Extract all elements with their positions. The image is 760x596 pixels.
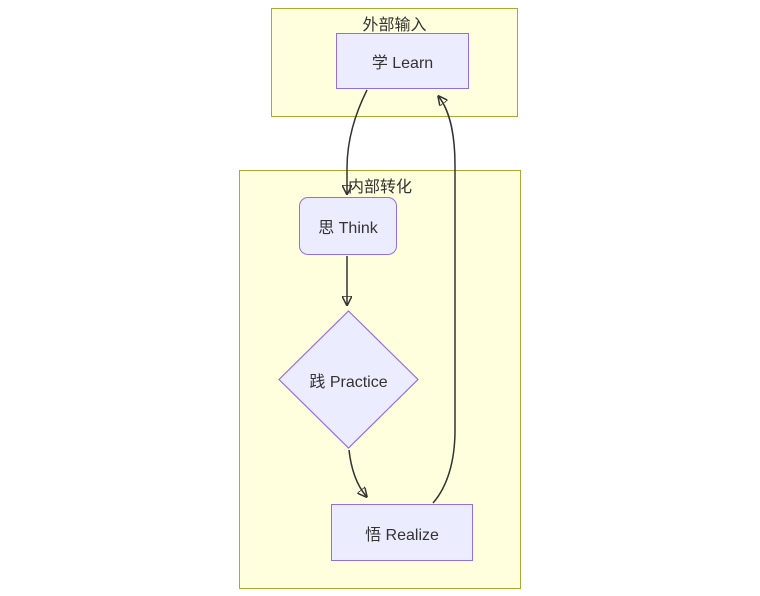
edge-realize-to-learn [432,97,456,504]
edge-practice-to-realize [348,449,366,496]
node-realize: 悟 Realize [331,504,473,561]
node-realize-label: 悟 Realize [365,526,439,544]
edge-learn-to-think [347,89,368,193]
cluster-external-input: 外部输入 [271,8,518,117]
node-practice-label: 践 Practice [309,373,388,391]
node-think-label: 思 Think [318,220,378,237]
cluster-internal-transform-label: 内部转化 [347,179,412,196]
node-learn-label: 学 Learn [371,55,434,72]
node-learn: 学 Learn [336,33,469,89]
diamond-shape [278,310,419,449]
cluster-external-input-label: 外部输入 [362,17,427,34]
node-think: 思 Think [299,197,397,255]
node-practice: 践 Practice [278,310,419,449]
